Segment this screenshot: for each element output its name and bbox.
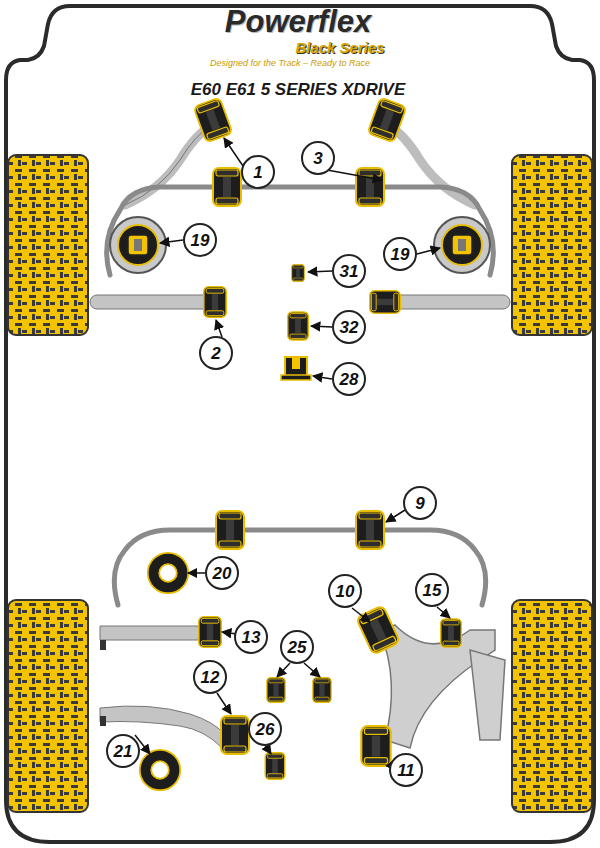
callout-number: 19: [391, 246, 410, 263]
callout-circle: 11: [389, 753, 423, 787]
callout-circle: 32: [332, 310, 366, 344]
callout-circle: 13: [234, 620, 268, 654]
callout-number: 26: [256, 721, 275, 738]
callout-number: 15: [423, 582, 442, 599]
callout-number: 10: [336, 583, 355, 600]
callout-number: 28: [340, 371, 359, 388]
callout-number: 20: [213, 565, 232, 582]
callout-circle: 3: [301, 141, 335, 175]
brand-series: Black Series: [295, 39, 384, 56]
callout-number: 13: [242, 629, 261, 646]
callout-number: 19: [191, 232, 210, 249]
diagram-title: E60 E61 5 SERIES XDRIVE: [191, 80, 406, 100]
callout-circle: 19: [183, 223, 217, 257]
callout-circle: 2: [199, 336, 233, 370]
callout-circle: 15: [415, 573, 449, 607]
callout-number: 21: [114, 743, 133, 760]
callout-circle: 20: [205, 556, 239, 590]
callout-number: 1: [253, 164, 262, 181]
callout-number: 9: [415, 495, 424, 512]
callout-circle: 10: [328, 574, 362, 608]
brand-logo: Powerflex: [225, 4, 371, 40]
callout-number: 11: [397, 762, 415, 779]
callout-number: 3: [313, 150, 322, 167]
callout-circle: 9: [403, 486, 437, 520]
callout-circle: 19: [383, 237, 417, 271]
callout-number: 2: [211, 345, 220, 362]
callout-circle: 28: [332, 362, 366, 396]
brand-tagline: Designed for the Track – Ready to Race: [210, 58, 370, 68]
callout-circle: 31: [332, 254, 366, 288]
callout-number: 32: [340, 319, 359, 336]
callout-circle: 25: [280, 630, 314, 664]
callout-circle: 21: [106, 734, 140, 768]
callout-circle: 12: [193, 660, 227, 694]
callout-number: 31: [340, 263, 359, 280]
callout-circle: 1: [241, 155, 275, 189]
callout-number: 25: [288, 639, 307, 656]
callout-circle: 26: [248, 712, 282, 746]
callout-number: 12: [201, 669, 220, 686]
